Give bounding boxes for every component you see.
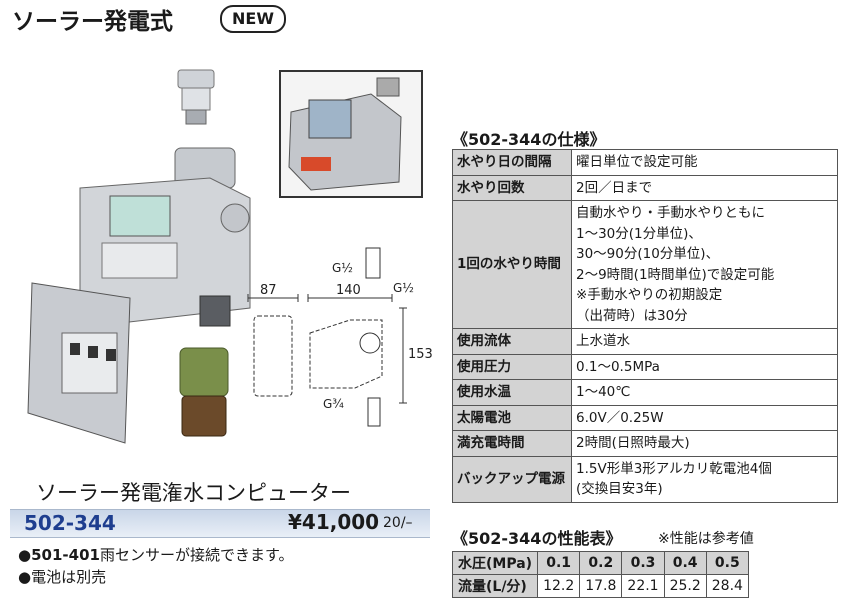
dim-depth-label: 140 (336, 283, 361, 298)
spec-label: バックアップ電源 (452, 455, 572, 503)
thread-right-label: G½ (393, 281, 414, 295)
spec-value: 0.1〜0.5MPa (571, 353, 838, 380)
spec-heading: 《502-344の仕様》 (452, 130, 606, 149)
thread-top-label: G½ (332, 261, 353, 275)
inset-closeup-photo (279, 70, 423, 198)
tap-connector-image (177, 69, 215, 125)
spec-value: 上水道水 (571, 328, 838, 355)
product-image: 87 140 153 G½ G½ G¾ (27, 69, 433, 444)
spec-label: 使用水温 (452, 379, 572, 406)
pressure-label: 水圧(MPa) (451, 551, 539, 575)
spec-value: 自動水やり・手動水やりともに 1〜30分(1分単位)、 30〜90分(10分単位… (571, 200, 838, 329)
new-badge: NEW (220, 5, 286, 33)
spec-row: 使用流体 上水道水 (452, 328, 838, 355)
solar-panel-image (288, 77, 402, 191)
note-battery: ●電池は別売 (18, 568, 107, 586)
flow-value: 17.8 (579, 574, 623, 598)
thread-bottom-label: G¾ (323, 397, 344, 411)
price-bar (10, 509, 430, 538)
performance-note: ※性能は参考値 (658, 531, 754, 547)
spec-label: 水やり日の間隔 (452, 149, 572, 176)
flow-value: 25.2 (663, 574, 707, 598)
spec-value: 6.0V／0.25W (571, 404, 838, 431)
spec-value: 曜日単位で設定可能 (571, 149, 838, 176)
page-title: ソーラー発電式 (12, 9, 173, 35)
spec-value: 2回／日まで (571, 174, 838, 201)
spec-label: 太陽電池 (452, 404, 572, 431)
pressure-value: 0.2 (579, 551, 623, 575)
note-text: 電池は別売 (31, 568, 107, 586)
flow-label: 流量(L/分) (451, 574, 539, 598)
pressure-row: 水圧(MPa) 0.1 0.2 0.3 0.4 0.5 (451, 551, 749, 575)
spec-row: 使用水温 1〜40℃ (452, 379, 838, 406)
spec-row: バックアップ電源 1.5V形単3形アルカリ乾電池4個 (交換目安3年) (452, 455, 838, 503)
flow-value: 22.1 (621, 574, 665, 598)
spec-value: 1〜40℃ (571, 379, 838, 406)
spec-table: 水やり日の間隔 曜日単位で設定可能 水やり回数 2回／日まで 1回の水やり時間 … (452, 149, 838, 503)
spec-label: 使用圧力 (452, 353, 572, 380)
product-number: 502-344 (24, 511, 116, 535)
spec-label: 満充電時間 (452, 430, 572, 457)
performance-heading: 《502-344の性能表》 (452, 529, 622, 548)
spec-label: 使用流体 (452, 328, 572, 355)
product-price: ¥41,000 (288, 510, 380, 534)
spec-label: 水やり回数 (452, 174, 572, 201)
note-text: 雨センサーが接続できます。 (99, 546, 294, 564)
spec-row: 太陽電池 6.0V／0.25W (452, 404, 838, 431)
spec-row: 満充電時間 2時間(日照時最大) (452, 430, 838, 457)
pressure-value: 0.5 (705, 551, 749, 575)
note-rain-sensor: ●501-401雨センサーが接続できます。 (18, 546, 294, 564)
hose-connector-image (179, 347, 229, 437)
spec-row: 水やり日の間隔 曜日単位で設定可能 (452, 149, 838, 176)
pressure-value: 0.3 (621, 551, 665, 575)
dimension-drawing (247, 247, 407, 427)
pressure-value: 0.4 (663, 551, 707, 575)
pack-quantity: 20/– (383, 515, 413, 531)
spec-row: 1回の水やり時間 自動水やり・手動水やりともに 1〜30分(1分単位)、 30〜… (452, 200, 838, 329)
note-code: 501-401 (31, 546, 100, 564)
dim-height-label: 153 (408, 347, 433, 362)
spec-value: 2時間(日照時最大) (571, 430, 838, 457)
performance-table: 水圧(MPa) 0.1 0.2 0.3 0.4 0.5 流量(L/分) 12.2… (451, 551, 749, 598)
product-name: ソーラー発電潅水コンピューター (36, 481, 351, 505)
flow-row: 流量(L/分) 12.2 17.8 22.1 25.2 28.4 (451, 574, 749, 598)
flow-value: 12.2 (537, 574, 581, 598)
spec-row: 水やり回数 2回／日まで (452, 174, 838, 201)
dim-width-label: 87 (260, 283, 277, 298)
pressure-value: 0.1 (537, 551, 581, 575)
spec-row: 使用圧力 0.1〜0.5MPa (452, 353, 838, 380)
product-illustration: 87 140 153 G½ G½ G¾ (10, 58, 440, 458)
spec-label: 1回の水やり時間 (452, 200, 572, 329)
spec-value: 1.5V形単3形アルカリ乾電池4個 (交換目安3年) (571, 455, 838, 503)
controller-image (27, 147, 251, 444)
flow-value: 28.4 (705, 574, 749, 598)
